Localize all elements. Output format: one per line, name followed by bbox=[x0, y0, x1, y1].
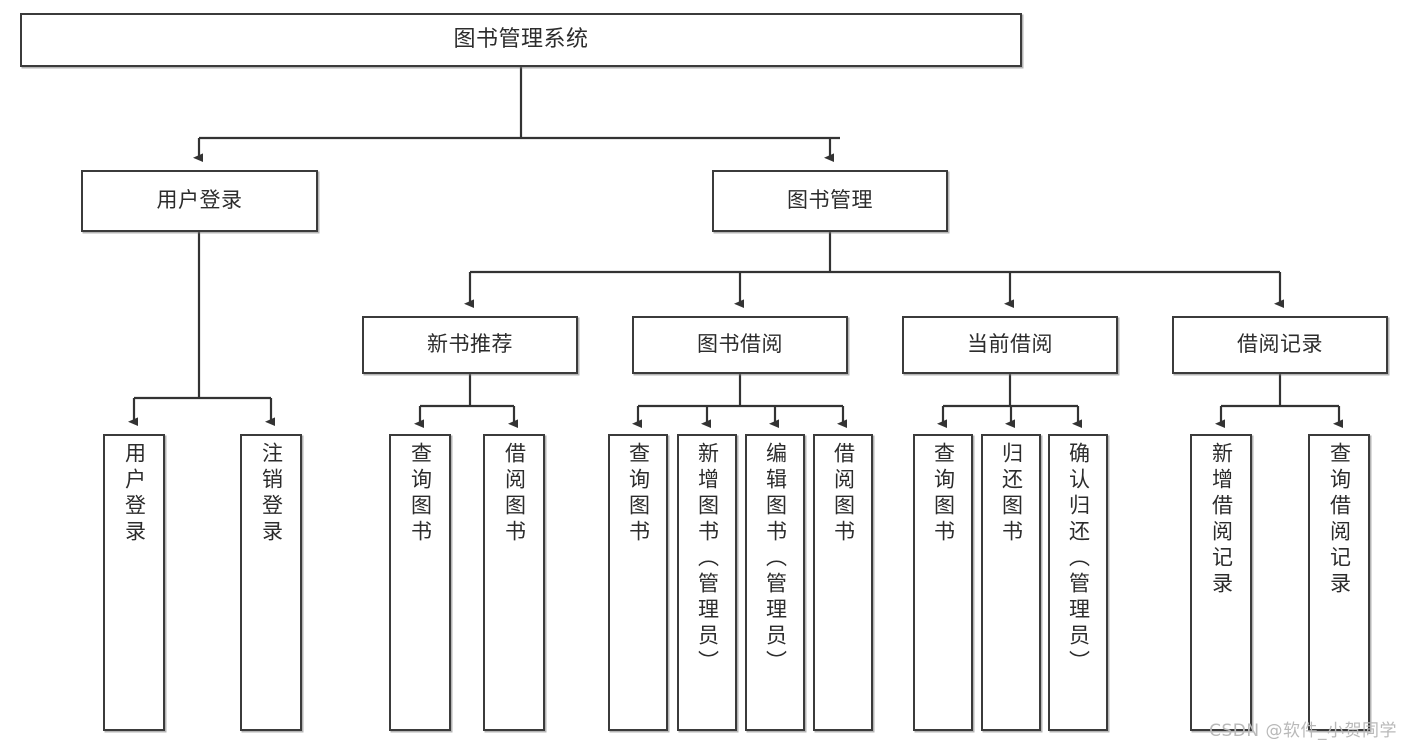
node-leaf-logout-login-label: 注销登录 bbox=[259, 442, 284, 546]
node-leaf-confirm-return[interactable]: 确认归还（管理员） bbox=[1048, 434, 1108, 731]
node-book-manage-label: 图书管理 bbox=[787, 188, 873, 213]
node-user-login[interactable]: 用户登录 bbox=[81, 170, 318, 232]
node-leaf-edit-book[interactable]: 编辑图书（管理员） bbox=[745, 434, 805, 731]
node-leaf-query-book-2[interactable]: 查询图书 bbox=[608, 434, 668, 731]
node-leaf-query-book-1[interactable]: 查询图书 bbox=[389, 434, 451, 731]
node-leaf-logout-login[interactable]: 注销登录 bbox=[240, 434, 302, 731]
node-leaf-query-book-3-label: 查询图书 bbox=[931, 442, 956, 546]
node-leaf-return-book[interactable]: 归还图书 bbox=[981, 434, 1041, 731]
node-current-borrow[interactable]: 当前借阅 bbox=[902, 316, 1118, 374]
node-new-book-recommend[interactable]: 新书推荐 bbox=[362, 316, 578, 374]
node-leaf-query-book-3[interactable]: 查询图书 bbox=[913, 434, 973, 731]
node-root[interactable]: 图书管理系统 bbox=[20, 13, 1022, 67]
node-root-label: 图书管理系统 bbox=[453, 26, 589, 52]
node-leaf-add-record-label: 新增借阅记录 bbox=[1209, 442, 1234, 598]
node-borrow-record[interactable]: 借阅记录 bbox=[1172, 316, 1388, 374]
node-leaf-add-book-label: 新增图书（管理员） bbox=[695, 442, 720, 676]
node-leaf-user-login[interactable]: 用户登录 bbox=[103, 434, 165, 731]
node-leaf-confirm-return-label: 确认归还（管理员） bbox=[1066, 442, 1091, 676]
node-leaf-borrow-book-2[interactable]: 借阅图书 bbox=[813, 434, 873, 731]
node-leaf-add-record[interactable]: 新增借阅记录 bbox=[1190, 434, 1252, 731]
node-leaf-add-book[interactable]: 新增图书（管理员） bbox=[677, 434, 737, 731]
node-leaf-query-record-label: 查询借阅记录 bbox=[1327, 442, 1352, 598]
node-leaf-query-book-1-label: 查询图书 bbox=[408, 442, 433, 546]
node-book-borrow-label: 图书借阅 bbox=[697, 332, 783, 357]
node-leaf-query-book-2-label: 查询图书 bbox=[626, 442, 651, 546]
node-leaf-edit-book-label: 编辑图书（管理员） bbox=[763, 442, 788, 676]
node-leaf-return-book-label: 归还图书 bbox=[999, 442, 1024, 546]
node-current-borrow-label: 当前借阅 bbox=[967, 332, 1053, 357]
node-borrow-record-label: 借阅记录 bbox=[1237, 332, 1323, 357]
node-leaf-borrow-book-2-label: 借阅图书 bbox=[831, 442, 856, 546]
node-user-login-label: 用户登录 bbox=[156, 188, 243, 213]
node-new-book-recommend-label: 新书推荐 bbox=[427, 332, 513, 357]
node-leaf-borrow-book-1[interactable]: 借阅图书 bbox=[483, 434, 545, 731]
node-book-borrow[interactable]: 图书借阅 bbox=[632, 316, 848, 374]
node-leaf-borrow-book-1-label: 借阅图书 bbox=[502, 442, 527, 546]
watermark: CSDN @软件_小贺同学 bbox=[1209, 721, 1397, 741]
node-book-manage[interactable]: 图书管理 bbox=[712, 170, 948, 232]
node-leaf-user-login-label: 用户登录 bbox=[122, 442, 147, 546]
node-leaf-query-record[interactable]: 查询借阅记录 bbox=[1308, 434, 1370, 731]
